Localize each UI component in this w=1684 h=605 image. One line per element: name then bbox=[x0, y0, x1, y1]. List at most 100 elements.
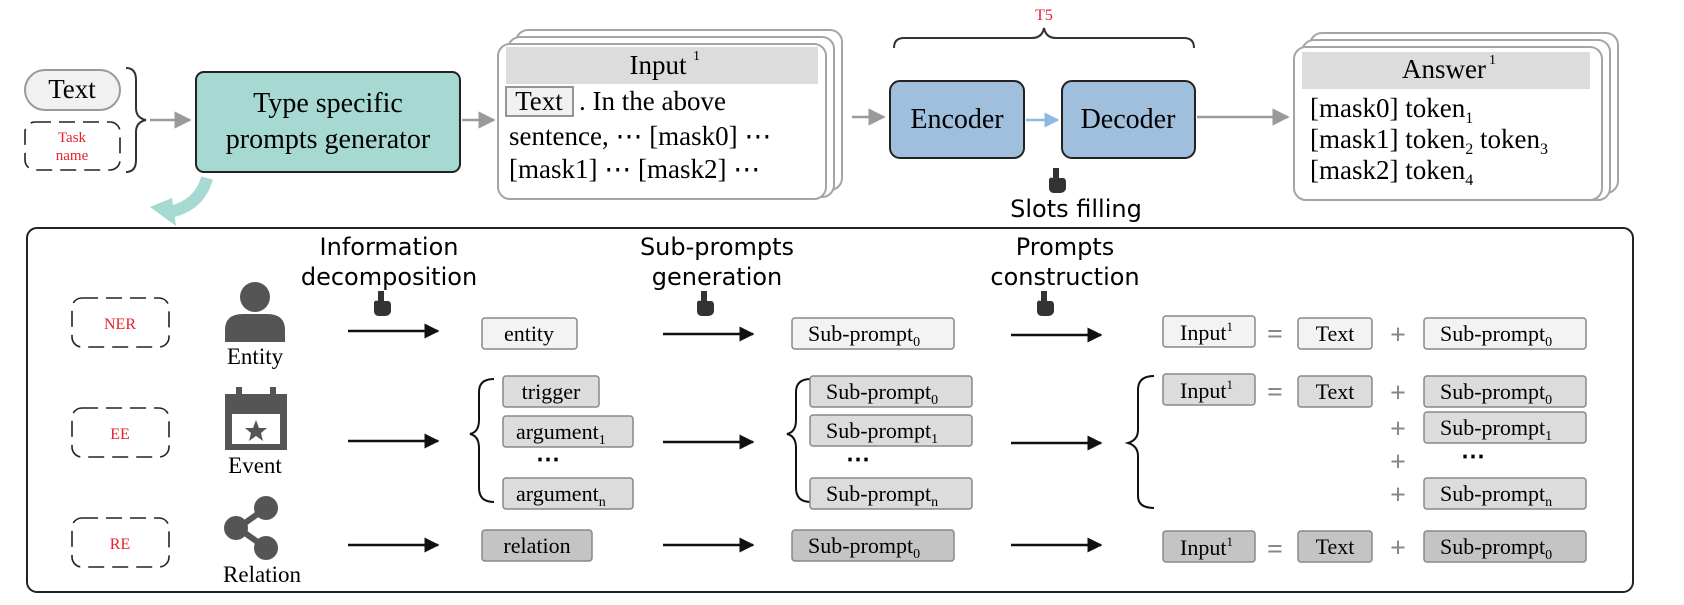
svg-text:+: + bbox=[1390, 533, 1406, 564]
share-icon bbox=[224, 496, 278, 560]
generator-line2: prompts generator bbox=[226, 124, 431, 155]
svg-text:+: + bbox=[1390, 378, 1406, 409]
task-name-relation: Relation bbox=[223, 562, 301, 587]
svg-text:=: = bbox=[1267, 319, 1283, 350]
ee-brace-2 bbox=[786, 378, 812, 503]
slots-filling-label: Slots filling bbox=[1010, 195, 1142, 223]
svg-text:Input1: Input1 bbox=[1180, 534, 1233, 560]
svg-text:Sub-prompt0: Sub-prompt0 bbox=[808, 321, 920, 350]
svg-text:+: + bbox=[1390, 480, 1406, 511]
ee-brace-1 bbox=[469, 378, 495, 503]
construct-re: Input1 = Text + Sub-prompt0 bbox=[1162, 530, 1587, 565]
svg-text:Text: Text bbox=[1316, 379, 1355, 404]
subprompt-re: Sub-prompt0 bbox=[791, 529, 955, 562]
answer-card-stack: Answer 1 [mask0] token1 [mask1] token2 t… bbox=[1293, 32, 1619, 201]
task-name-entity: Entity bbox=[227, 344, 284, 369]
stage1-line1: Information bbox=[320, 233, 459, 261]
generator-line1: Type specific bbox=[253, 88, 403, 119]
task-name-box: Task name bbox=[24, 121, 121, 171]
teal-arrow-head bbox=[150, 198, 176, 226]
task-tag-ner: NER bbox=[71, 297, 170, 348]
svg-text:Sub-promptn: Sub-promptn bbox=[1440, 481, 1552, 510]
svg-text:Sub-prompt0: Sub-prompt0 bbox=[1440, 534, 1552, 563]
answer-row-1: [mask0] token1 bbox=[1310, 93, 1473, 127]
svg-text:trigger: trigger bbox=[522, 379, 581, 404]
svg-text:+: + bbox=[1390, 320, 1406, 351]
decomp-trigger: trigger bbox=[502, 375, 600, 408]
stage3-line1: Prompts bbox=[1016, 233, 1115, 261]
subprompt-ner: Sub-prompt0 bbox=[791, 317, 955, 350]
svg-text:+: + bbox=[1390, 447, 1406, 478]
text-input-pill: Text bbox=[24, 69, 121, 111]
svg-text:Input1: Input1 bbox=[1180, 377, 1233, 403]
text-input-label: Text bbox=[48, 74, 96, 104]
t5-brace bbox=[893, 27, 1195, 49]
svg-text:NER: NER bbox=[104, 316, 136, 333]
decomp-argument-1: argument1 bbox=[502, 415, 634, 448]
person-icon bbox=[225, 282, 285, 342]
decoder-box: Decoder bbox=[1061, 80, 1196, 159]
input-card-line3: [mask1] ⋯ [mask2] ⋯ bbox=[509, 154, 760, 184]
task-name-line1: Task bbox=[58, 130, 87, 146]
subprompt-ellipsis: ⋯ bbox=[846, 447, 870, 473]
stage2-line2: generation bbox=[652, 263, 783, 291]
svg-text:Sub-prompt0: Sub-prompt0 bbox=[808, 533, 920, 562]
stage1-line2: decomposition bbox=[301, 263, 477, 291]
encoder-label: Encoder bbox=[910, 104, 1004, 135]
svg-text:Sub-prompt0: Sub-prompt0 bbox=[826, 379, 938, 408]
decomp-argument-n: argumentn bbox=[502, 477, 634, 510]
t5-label: T5 bbox=[1035, 7, 1053, 24]
construct-ner: Input1 = Text + Sub-prompt0 bbox=[1162, 315, 1587, 351]
input-card-stack: Input 1 Text . In the above sentence, ⋯ … bbox=[497, 29, 843, 200]
svg-text:Text: Text bbox=[1316, 534, 1355, 559]
decoder-label: Decoder bbox=[1081, 104, 1177, 135]
svg-text:Text: Text bbox=[1316, 321, 1355, 346]
svg-text:entity: entity bbox=[504, 321, 554, 346]
svg-text:+: + bbox=[1390, 414, 1406, 445]
decomp-entity: entity bbox=[481, 317, 578, 350]
input-card-text-box: Text bbox=[515, 86, 563, 116]
construct-ee: Input1 = Text + Sub-prompt0 + Sub-prompt… bbox=[1162, 373, 1587, 511]
answer-row-2: [mask1] token2 token3 bbox=[1310, 124, 1548, 158]
svg-text:EE: EE bbox=[110, 426, 130, 443]
subprompt-ee-0: Sub-prompt0 bbox=[809, 375, 973, 408]
calendar-icon bbox=[225, 387, 287, 450]
svg-text:=: = bbox=[1267, 377, 1283, 408]
stage3-line2: construction bbox=[990, 263, 1139, 291]
svg-text:Sub-prompt0: Sub-prompt0 bbox=[1440, 379, 1552, 408]
svg-text:Sub-prompt1: Sub-prompt1 bbox=[826, 418, 938, 447]
task-name-event: Event bbox=[228, 453, 282, 478]
svg-text:relation: relation bbox=[503, 533, 570, 558]
decomp-relation: relation bbox=[481, 529, 593, 562]
subprompt-ee-n: Sub-promptn bbox=[809, 477, 973, 510]
input-card-title: Input bbox=[630, 50, 687, 80]
svg-text:Sub-promptn: Sub-promptn bbox=[826, 481, 938, 510]
answer-card-title: Answer bbox=[1402, 54, 1486, 84]
task-tag-ee: EE bbox=[71, 407, 170, 458]
input-brace bbox=[125, 67, 147, 173]
svg-text:Sub-prompt1: Sub-prompt1 bbox=[1440, 415, 1552, 444]
prompts-generator-box: Type specific prompts generator bbox=[195, 71, 461, 173]
ee-brace-3 bbox=[1124, 375, 1155, 509]
slots-pointer-icon bbox=[1049, 168, 1066, 193]
input-card-line1: . In the above bbox=[579, 86, 726, 116]
input-card-line2: sentence, ⋯ [mask0] ⋯ bbox=[509, 121, 771, 151]
svg-text:RE: RE bbox=[110, 536, 130, 553]
task-name-line2: name bbox=[56, 148, 89, 164]
decomp-ellipsis: ⋯ bbox=[536, 447, 560, 473]
svg-text:=: = bbox=[1267, 534, 1283, 565]
svg-text:argumentn: argumentn bbox=[516, 481, 606, 510]
subprompt-ee-1: Sub-prompt1 bbox=[809, 414, 973, 447]
answer-card-title-sup: 1 bbox=[1489, 53, 1496, 68]
teal-curve-arrow bbox=[168, 176, 213, 218]
stage2-line1: Sub-prompts bbox=[640, 233, 794, 261]
svg-text:⋯: ⋯ bbox=[1461, 444, 1485, 470]
svg-text:argument1: argument1 bbox=[516, 419, 606, 448]
encoder-box: Encoder bbox=[889, 80, 1025, 159]
svg-text:Input1: Input1 bbox=[1180, 319, 1233, 345]
svg-text:Sub-prompt0: Sub-prompt0 bbox=[1440, 321, 1552, 350]
task-tag-re: RE bbox=[71, 517, 170, 568]
input-card-title-sup: 1 bbox=[693, 49, 700, 64]
